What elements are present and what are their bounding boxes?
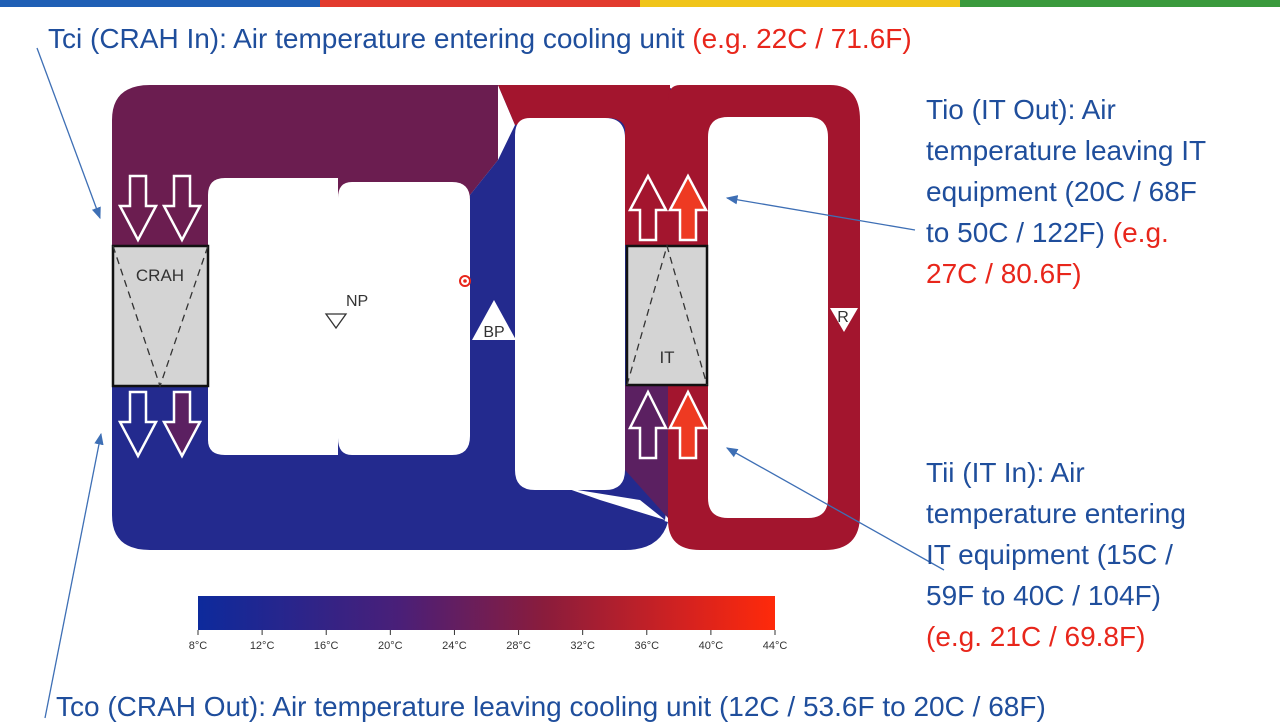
tii-line-2: temperature entering (926, 498, 1186, 529)
it-intake-arrows (627, 389, 709, 460)
crah-intake-arrows (117, 174, 203, 243)
colorbar-tick-label: 44°C (763, 640, 788, 652)
left-loop-mid-region (346, 455, 665, 545)
inner-cutout-np (338, 182, 470, 455)
tco-text: Tco (CRAH Out): Air temperature leaving … (56, 691, 1046, 722)
annotation-tii: Tii (IT In): Air temperature entering IT… (926, 452, 1186, 657)
tio-line-3: equipment (20C / 68F (926, 176, 1197, 207)
crah-outlet-arrows (117, 390, 203, 459)
down-arrow-icon (117, 174, 159, 243)
middle-column-top-hot (498, 85, 670, 245)
annotation-arrows (36, 47, 945, 719)
bp-label: BP (483, 324, 504, 341)
np-marker: NP (324, 293, 368, 330)
tio-example-part-1: (e.g. (1112, 217, 1169, 248)
it-unit: IT (625, 243, 709, 387)
colorbar-tick-label: 40°C (699, 640, 724, 652)
tii-pointer-arrow (725, 447, 945, 571)
accent-bar-blue (0, 0, 320, 7)
down-arrow-icon (161, 390, 203, 459)
colorbar-ticks: 8°C 12°C 16°C 20°C 24°C 28°C 32°C 36°C 40°C 44°C (189, 630, 788, 652)
tco-pointer-arrow (44, 432, 104, 719)
down-arrow-icon (161, 174, 203, 243)
tio-line-2: temperature leaving IT (926, 135, 1207, 166)
accent-bar-green (960, 0, 1280, 7)
colorbar-tick-label: 24°C (442, 640, 467, 652)
inner-cutout-left (208, 178, 338, 455)
triangle-down-icon (324, 313, 348, 330)
crah-label: CRAH (136, 266, 184, 285)
np-label: NP (346, 293, 368, 310)
tci-pointer-arrow (36, 47, 101, 220)
annotation-tio: Tio (IT Out): Air temperature leaving IT… (926, 89, 1206, 294)
triangle-up-icon (472, 300, 516, 340)
it-label: IT (659, 348, 674, 367)
colorbar-tick-label: 12°C (250, 640, 275, 652)
triangle-down-icon (830, 308, 858, 332)
colorbar-tick-label: 20°C (378, 640, 403, 652)
it-outlet-arrows (627, 173, 709, 242)
crah-unit: CRAH (111, 244, 210, 389)
inner-cutout-middle (515, 118, 625, 490)
up-arrow-icon (667, 389, 709, 460)
accent-top-bar (0, 0, 1280, 7)
inner-cutout-right (708, 117, 828, 518)
r-marker: R (830, 308, 858, 332)
down-arrow-icon (117, 390, 159, 459)
accent-bar-yellow (640, 0, 960, 7)
r-label: R (837, 309, 849, 326)
tio-example-part-2: 27C / 80.6F) (926, 258, 1082, 289)
annotation-tco: Tco (CRAH Out): Air temperature leaving … (56, 686, 1046, 727)
tio-line-1: Tio (IT Out): Air (926, 94, 1116, 125)
colorbar-tick-label: 16°C (314, 640, 339, 652)
up-arrow-icon (627, 173, 669, 242)
colorbar-tick-label: 32°C (570, 640, 595, 652)
colorbar-tick-label: 36°C (634, 640, 659, 652)
up-arrow-icon (667, 173, 709, 242)
annotation-tci: Tci (CRAH In): Air temperature entering … (48, 18, 912, 59)
tio-pointer-arrow (725, 195, 916, 231)
tio-line-4: to 50C / 122F) (926, 217, 1113, 248)
tii-line-3: IT equipment (15C / (926, 539, 1173, 570)
colorbar-tick-label: 8°C (189, 640, 208, 652)
colorbar-tick-label: 28°C (506, 640, 531, 652)
tii-line-4: 59F to 40C / 104F) (926, 580, 1162, 611)
colorbar-gradient (198, 596, 775, 630)
tii-example: (e.g. 21C / 69.8F) (926, 621, 1146, 652)
tci-example: (e.g. 22C / 71.6F) (692, 23, 912, 54)
tii-line-1: Tii (IT In): Air (926, 457, 1085, 488)
cursor-dot-center (463, 279, 467, 283)
up-arrow-icon (627, 389, 669, 460)
temperature-colorbar: 8°C 12°C 16°C 20°C 24°C 28°C 32°C 36°C 40°C 44°C (189, 596, 788, 652)
tci-text: Tci (CRAH In): Air temperature entering … (48, 23, 693, 54)
bp-marker: BP (472, 300, 516, 341)
accent-bar-red (320, 0, 640, 7)
